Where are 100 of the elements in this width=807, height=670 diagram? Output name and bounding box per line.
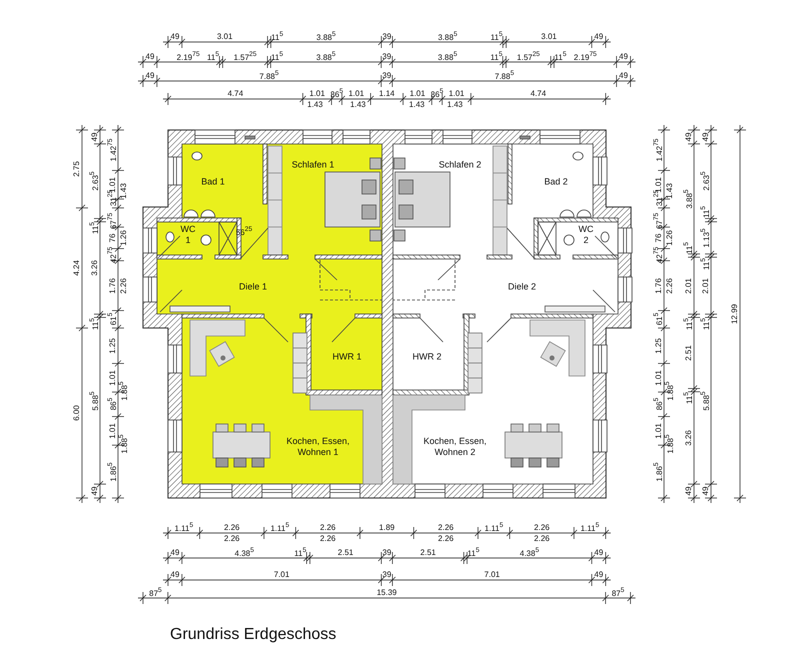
dimension-label: 1.76 bbox=[109, 278, 117, 294]
dimension-label: 56$^{25}$ bbox=[236, 227, 252, 237]
dimension-label: 11$^{5}$ bbox=[467, 548, 480, 558]
dimension-label: 1.01 bbox=[109, 423, 117, 439]
room-label: Diele 1 bbox=[238, 282, 268, 292]
dimension-label: 3.88$^{5}$ bbox=[316, 52, 336, 62]
dimension-label: 7.01 bbox=[274, 571, 290, 579]
dimension-label: 39 bbox=[382, 571, 392, 579]
dimension-label: 1.11$^{5}$ bbox=[174, 523, 194, 533]
room-label: Schlafen 1 bbox=[288, 160, 338, 170]
dimension-label: 49 bbox=[594, 33, 604, 41]
caption: Grundriss Erdgeschoss bbox=[170, 626, 336, 644]
dimension-label: 1.01 bbox=[109, 370, 117, 386]
dimension-label: 15.39 bbox=[376, 589, 397, 597]
dimension-label: 3.01 bbox=[541, 33, 557, 41]
dimension-label: 11$^{5}$ bbox=[554, 52, 566, 62]
dimension-label: 7.88$^{5}$ bbox=[494, 71, 514, 81]
dimension-label: 2.01 bbox=[702, 278, 710, 294]
room-label: Kochen, Essen, Wohnen 2 bbox=[418, 436, 492, 458]
dimension-label: 4.38$^{5}$ bbox=[520, 548, 540, 558]
dimension-label: 2.26 bbox=[534, 535, 550, 543]
dimension-label: 1.57$^{25}$ bbox=[516, 52, 540, 62]
dimension-label: 49 bbox=[702, 486, 710, 496]
dimension-label: 76 bbox=[655, 233, 663, 242]
room-label: Bad 2 bbox=[544, 176, 568, 188]
dimension-label: 49 bbox=[91, 132, 99, 142]
dimension-label: 1.43 bbox=[120, 183, 128, 199]
dimension-label: 49 bbox=[170, 549, 180, 557]
dimension-label: 36$^{5}$ bbox=[430, 89, 444, 99]
dimension-label: 2.75 bbox=[73, 161, 81, 177]
dimension-label: 1.01 bbox=[348, 90, 364, 98]
dimension-label: 7.88$^{5}$ bbox=[259, 71, 279, 81]
dimension-label: 49 bbox=[170, 33, 180, 41]
dimension-label: 4.74 bbox=[530, 90, 546, 98]
dimension-label: 49 bbox=[594, 549, 604, 557]
dimension-label: 1.26 bbox=[120, 230, 128, 246]
dimension-label: 2.26 bbox=[224, 535, 240, 543]
dimension-label: 11$^{5}$ bbox=[490, 52, 502, 62]
dimension-label: 76 bbox=[109, 233, 117, 242]
room-label: WC 1 bbox=[178, 224, 198, 246]
dimension-label: 4.38$^{5}$ bbox=[234, 548, 254, 558]
dimension-label: 49 bbox=[170, 571, 180, 579]
dimension-label: 6.00 bbox=[73, 405, 81, 421]
dimension-label: 1.43 bbox=[409, 101, 425, 109]
dimension-label: 3.88$^{5}$ bbox=[438, 32, 458, 42]
dimension-label: 1.43 bbox=[666, 183, 674, 199]
room-label: HWR 2 bbox=[412, 352, 442, 362]
dimension-label: 39 bbox=[382, 72, 392, 80]
dimension-label: 1.57$^{25}$ bbox=[234, 52, 257, 62]
dimension-label: 49 bbox=[685, 132, 693, 142]
room-label: HWR 1 bbox=[332, 352, 362, 362]
dimension-label: 1.26 bbox=[666, 230, 674, 246]
dimension-label: 1.11$^{5}$ bbox=[484, 523, 504, 533]
dimension-label: 11$^{5}$ bbox=[294, 548, 306, 558]
dimension-label: 4.74 bbox=[228, 90, 244, 98]
dimension-label: 1.01 bbox=[655, 370, 663, 386]
dimension-label: 39 bbox=[382, 53, 392, 61]
dimension-label: 2.19$^{75}$ bbox=[176, 52, 200, 62]
dimension-label: 1.01 bbox=[448, 90, 464, 98]
dimension-label: 2.26 bbox=[320, 535, 336, 543]
dimension-label: 1.43 bbox=[350, 101, 366, 109]
dimension-label: 49 bbox=[702, 132, 710, 142]
dimension-label: 1.25 bbox=[109, 338, 117, 354]
dimension-label: 87$^{5}$ bbox=[149, 588, 162, 598]
dimension-label: 1.43 bbox=[447, 101, 463, 109]
dimension-label: 1.14 bbox=[379, 90, 395, 98]
dimension-label: 2.26 bbox=[534, 524, 550, 532]
dimension-label: 3.26 bbox=[685, 430, 693, 446]
dimension-label: 2.26 bbox=[224, 524, 240, 532]
dimension-label: 11$^{5}$ bbox=[271, 52, 284, 62]
dimension-label: 1.89 bbox=[379, 524, 395, 532]
dimension-label: 49 bbox=[146, 53, 154, 61]
dimension-label: 2.26 bbox=[666, 278, 674, 294]
dimension-label: 1.01 bbox=[309, 90, 325, 98]
room-label: Schlafen 2 bbox=[435, 160, 485, 170]
dimension-label: 1.43 bbox=[307, 101, 323, 109]
dimension-label: 49 bbox=[619, 53, 628, 61]
dimension-label: 2.01 bbox=[685, 278, 693, 294]
dimension-label: 2.26 bbox=[438, 535, 454, 543]
dimension-label: 1.01 bbox=[410, 90, 426, 98]
dimension-label: 49 bbox=[91, 486, 99, 496]
room-label: Bad 1 bbox=[201, 176, 225, 188]
dimension-label: 49 bbox=[146, 72, 154, 80]
dimension-label: 7.01 bbox=[484, 571, 500, 579]
dimension-label: 1.25 bbox=[655, 338, 663, 354]
dimension-label: 2.26 bbox=[120, 278, 128, 294]
dimension-label: 49 bbox=[685, 486, 693, 496]
dimension-label: 11$^{5}$ bbox=[490, 32, 503, 42]
dimension-label: 49 bbox=[594, 571, 604, 579]
dimension-label: 2.51 bbox=[338, 549, 354, 557]
dimension-label: 1.11$^{5}$ bbox=[580, 523, 600, 533]
dimension-label: 87$^{5}$ bbox=[612, 588, 624, 598]
dimension-label: 12.99 bbox=[731, 304, 739, 324]
dimension-label: 39 bbox=[382, 33, 392, 41]
dimension-label: 2.26 bbox=[438, 524, 454, 532]
dimension-label: 2.19$^{75}$ bbox=[574, 52, 597, 62]
room-label: WC 2 bbox=[576, 224, 596, 246]
dimension-label: 39 bbox=[382, 549, 392, 557]
dimension-label: 1.11$^{5}$ bbox=[270, 523, 290, 533]
dimension-label: 3.88$^{5}$ bbox=[316, 32, 336, 42]
